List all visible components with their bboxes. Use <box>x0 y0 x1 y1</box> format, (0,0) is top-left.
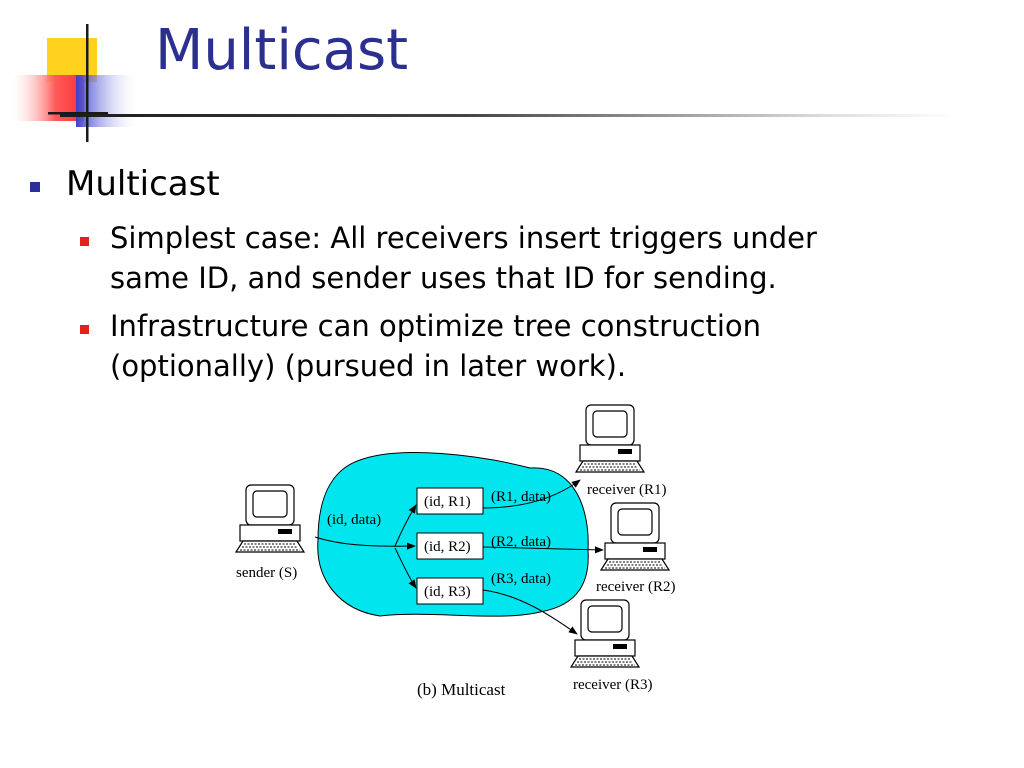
forward-arrow-r3 <box>482 589 578 635</box>
trigger-box-r2 <box>416 532 484 560</box>
sender-arrow <box>314 536 416 550</box>
multicast-diagram: (id, data) (id, R1) (id, R2) (id, R3) (R… <box>235 404 676 699</box>
trigger-box-r1 <box>416 487 484 515</box>
trigger-label-r1: (id, R1) <box>424 494 471 510</box>
receiver-label-r2: receiver (R2) <box>596 579 676 595</box>
split-arrow-r1 <box>394 504 417 547</box>
diagram-caption: (b) Multicast <box>417 680 506 699</box>
forward-arrow-r1 <box>482 479 581 509</box>
forward-arrow-r2 <box>482 546 604 554</box>
sender-computer <box>235 484 305 553</box>
subbullet-square-icon <box>80 325 89 334</box>
trigger-label-r3: (id, R3) <box>424 584 471 600</box>
subbullet-2: Infrastructure can optimize tree constru… <box>110 309 762 383</box>
bullet-square-icon <box>30 182 40 192</box>
receiver-r1-computer <box>575 404 645 473</box>
forward-label-r2: (R2, data) <box>491 534 551 550</box>
title-rule <box>60 114 960 117</box>
receiver-label-r3: receiver (R3) <box>573 677 653 693</box>
trigger-box-r3 <box>416 577 484 605</box>
bullet-level1: Multicast <box>66 164 220 204</box>
split-arrow-r3 <box>394 547 417 589</box>
receiver-r3-computer <box>570 599 640 668</box>
forward-label-r3: (R3, data) <box>491 571 551 587</box>
subbullet-square-icon <box>80 237 89 246</box>
trigger-label-r2: (id, R2) <box>424 539 471 555</box>
forward-label-r1: (R1, data) <box>491 489 551 505</box>
subbullet-1: Simplest case: All receivers insert trig… <box>110 221 817 295</box>
slide-logo <box>12 24 140 142</box>
sender-label: sender (S) <box>236 565 297 581</box>
receiver-r2-computer <box>600 502 670 571</box>
sender-edge-label: (id, data) <box>327 512 381 528</box>
receiver-label-r1: receiver (R1) <box>587 482 667 498</box>
slide-title: Multicast <box>155 18 409 83</box>
